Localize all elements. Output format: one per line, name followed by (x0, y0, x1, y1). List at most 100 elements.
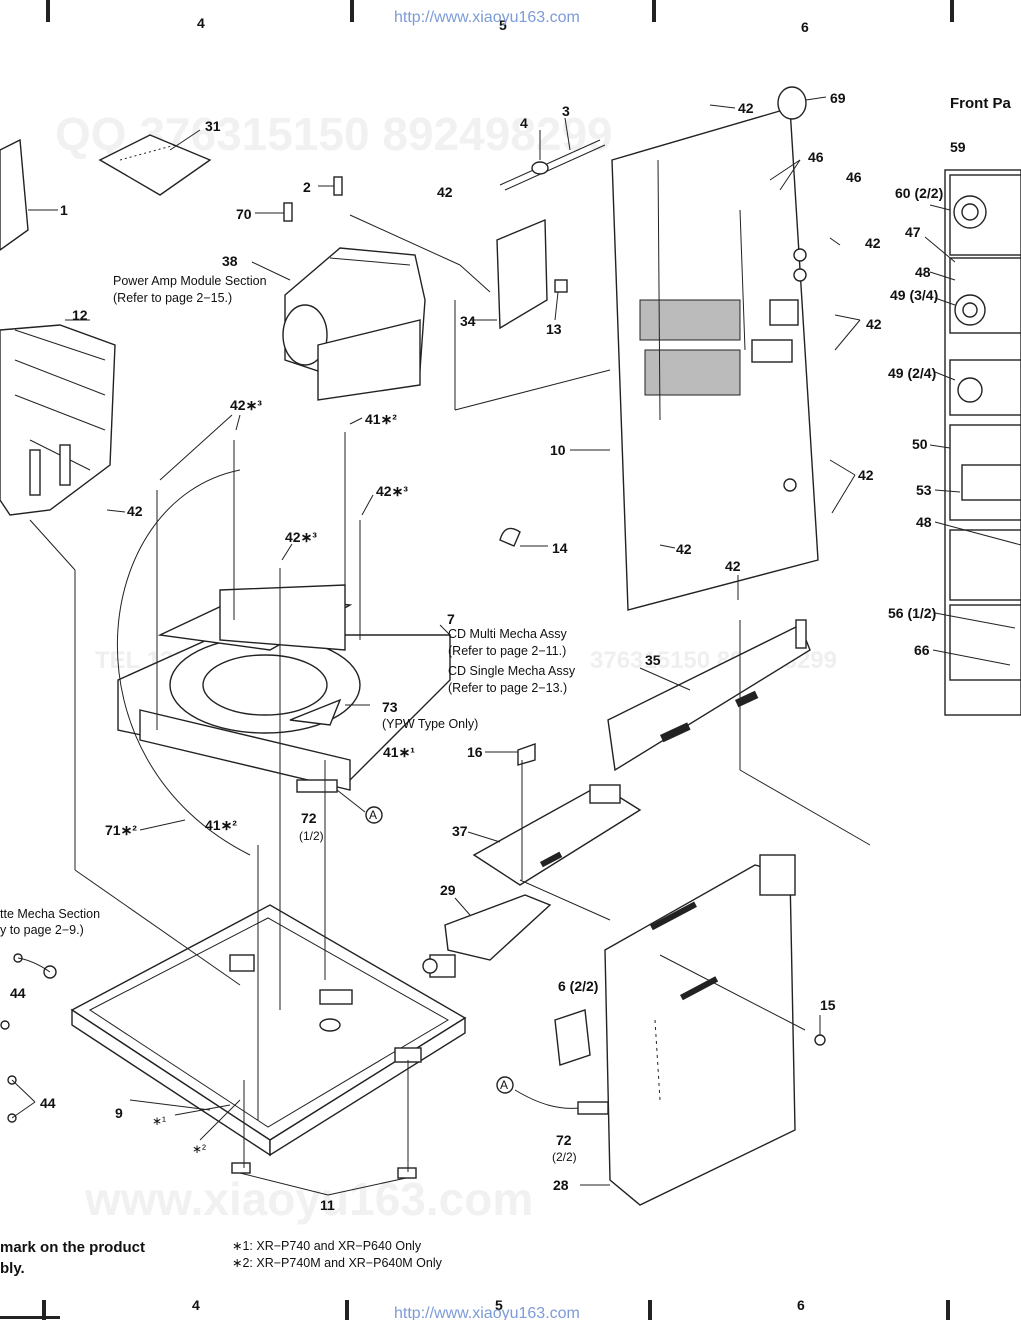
annotation-cassette-ref: y to page 2−9.) (0, 923, 84, 937)
cable-72-2: A (496, 1076, 609, 1115)
register-mark (46, 0, 50, 22)
watermark-bottom: www.xiaoyu163.com (84, 1173, 533, 1225)
part-label: 72 (556, 1132, 572, 1148)
cabinet-top-part (0, 138, 58, 251)
part-label: 42 (725, 558, 741, 574)
part-label: 59 (950, 139, 966, 155)
annotation-cassette: tte Mecha Section (0, 907, 100, 921)
feet-11 (231, 1162, 417, 1196)
part-label: 37 (452, 823, 468, 839)
rear-panel (570, 107, 819, 611)
part-label: 41∗² (365, 411, 397, 427)
part-label: 7 (447, 611, 455, 627)
part-label: 48 (915, 264, 931, 280)
register-mark (42, 1300, 46, 1320)
pcb-37 (467, 784, 642, 886)
footnote-2: ∗2: XR−P740M and XR−P640M Only (232, 1256, 443, 1270)
leader-lines (106, 104, 861, 561)
assembly-guide-lines (29, 214, 871, 1172)
part-label: 46 (808, 149, 824, 165)
part-label: 42 (437, 184, 453, 200)
part-label: 44 (10, 985, 26, 1001)
part-label: 3 (562, 103, 570, 119)
column-number: 5 (495, 1297, 503, 1313)
callout-marker-a: A (500, 1078, 508, 1092)
cord-clamp-14 (499, 527, 548, 547)
part-label: 42 (866, 316, 882, 332)
part-label: 70 (236, 206, 252, 222)
source-url[interactable]: http://www.xiaoyu163.com (394, 9, 580, 26)
part-label: 47 (905, 224, 921, 240)
part-label: 16 (467, 744, 483, 760)
belt-71 (117, 469, 251, 856)
part-label: 29 (440, 882, 456, 898)
part-label: 31 (205, 118, 221, 134)
part-label: 41∗¹ (383, 744, 415, 760)
part-label: 2 (303, 179, 311, 195)
front-panel-title: Front Pa (950, 95, 1011, 112)
column-number: 4 (192, 1297, 200, 1313)
part-label: 66 (914, 642, 930, 658)
column-number: 6 (801, 19, 809, 35)
register-mark (648, 1300, 652, 1320)
front-panel-assy (924, 169, 1021, 716)
cd-mecha-assy (117, 584, 451, 791)
register-mark (0, 1316, 60, 1319)
part-label: 42 (676, 541, 692, 557)
part-label: 73 (382, 699, 398, 715)
column-number: 6 (797, 1297, 805, 1313)
module-29 (422, 894, 552, 978)
pin-2 (318, 176, 343, 196)
footnote-1: ∗1: XR−P740 and XR−P640 Only (232, 1239, 422, 1253)
pin-70 (255, 202, 293, 222)
register-mark (350, 0, 354, 22)
part-label: 1 (60, 202, 68, 218)
part-label: (2/2) (552, 1150, 577, 1164)
part-label: 4 (520, 115, 528, 131)
column-number: 4 (197, 15, 205, 31)
annotation-power-amp-ref: (Refer to page 2−15.) (113, 291, 232, 305)
part-label: 6 (2/2) (558, 978, 598, 994)
part-label: 34 (460, 313, 476, 329)
ac-inlet-69 (777, 86, 827, 120)
footer-note-left-1: mark on the product (0, 1239, 145, 1256)
bracket-16 (485, 743, 536, 766)
screws-44 (0, 953, 57, 1123)
part-label: 42 (865, 235, 881, 251)
power-amp-module (251, 247, 426, 401)
part-label: 28 (553, 1177, 569, 1193)
connector-72: A (296, 779, 383, 824)
screw-15 (814, 1015, 826, 1046)
part-label: 72 (301, 810, 317, 826)
bracket-34 (470, 218, 568, 330)
register-mark (345, 1300, 349, 1320)
label-plate-31 (98, 129, 212, 196)
part-label: 56 (1/2) (888, 605, 936, 621)
annotation-power-amp: Power Amp Module Section (113, 274, 267, 288)
annotation-cd-multi: CD Multi Mecha Assy (448, 627, 568, 641)
part-label: 14 (552, 540, 568, 556)
part-label: 42 (127, 503, 143, 519)
part-label: 42∗³ (376, 483, 408, 499)
annotation-cd-single-ref: (Refer to page 2−13.) (448, 681, 567, 695)
part-label: 50 (912, 436, 928, 452)
part-label: 42∗³ (230, 397, 262, 413)
callout-marker-a: A (369, 808, 377, 822)
pcb-35 (607, 619, 811, 772)
part-label: 10 (550, 442, 566, 458)
part-label: 60 (2/2) (895, 185, 943, 201)
part-label: 9 (115, 1105, 123, 1121)
part-label: 42∗³ (285, 529, 317, 545)
column-number: 5 (499, 17, 507, 33)
part-label: ∗² (192, 1142, 206, 1156)
annotation-cd-multi-ref: (Refer to page 2−11.) (448, 644, 566, 658)
part-label: ∗¹ (152, 1114, 166, 1128)
cable-assembly (499, 117, 606, 191)
source-url-bottom[interactable]: http://www.xiaoyu163.com (394, 1305, 580, 1320)
part-label: 35 (645, 652, 661, 668)
annotation-ypw: (YPW Type Only) (382, 717, 478, 731)
part-label: 13 (546, 321, 562, 337)
part-label: 49 (3/4) (890, 287, 938, 303)
spring-6 (554, 1009, 591, 1066)
